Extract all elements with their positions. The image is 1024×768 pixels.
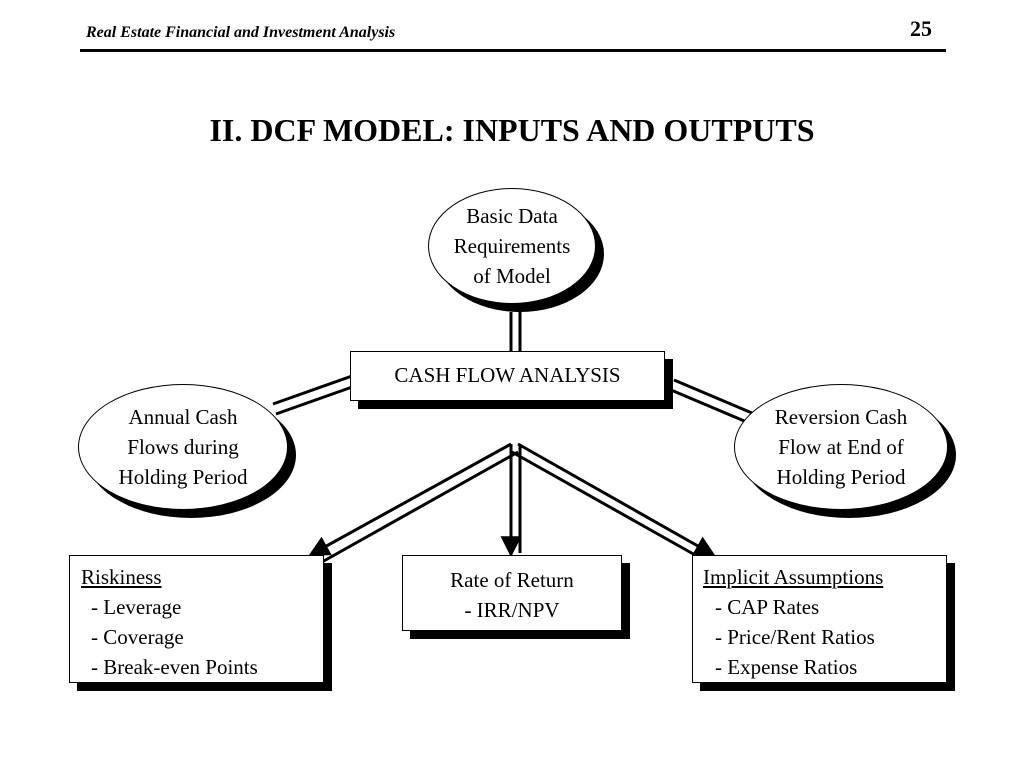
arrow-to-implicit-2 xyxy=(511,450,705,562)
arrow-to-riskiness-2 xyxy=(321,450,519,564)
basic-data-line-3: of Model xyxy=(473,264,551,288)
annual-cash-line-2: Flows during xyxy=(127,435,239,459)
basic-data-line-2: Requirements xyxy=(453,234,571,258)
arrow-to-riskiness xyxy=(308,442,512,557)
reversion-cash-line-3: Holding Period xyxy=(776,465,906,489)
riskiness-item-2: - Coverage xyxy=(91,625,184,649)
connector-annual-cash-2 xyxy=(275,384,356,416)
arrow-to-implicit xyxy=(517,442,716,557)
header-title: Real Estate Financial and Investment Ana… xyxy=(86,24,396,41)
riskiness-box: Riskiness - Leverage - Coverage - Break-… xyxy=(69,555,324,683)
implicit-item-1: - CAP Rates xyxy=(715,595,820,619)
basic-data-oval: Basic Data Requirements of Model xyxy=(428,188,596,304)
implicit-assumptions-box: Implicit Assumptions - CAP Rates - Price… xyxy=(692,555,947,683)
reversion-cash-line-2: Flow at End of xyxy=(778,435,904,459)
annual-cash-line-1: Annual Cash xyxy=(128,405,238,429)
annual-cash-line-3: Holding Period xyxy=(118,465,248,489)
page-number: 25 xyxy=(910,16,932,41)
connector-reversion-2 xyxy=(670,388,750,425)
implicit-item-3: - Expense Ratios xyxy=(715,655,858,679)
rate-of-return-box: Rate of Return - IRR/NPV xyxy=(402,555,622,631)
cash-flow-analysis-label: CASH FLOW ANALYSIS xyxy=(394,363,621,387)
connector-annual-cash xyxy=(272,374,353,406)
implicit-item-2: - Price/Rent Ratios xyxy=(715,625,875,649)
reversion-cash-oval: Reversion Cash Flow at End of Holding Pe… xyxy=(734,384,948,510)
riskiness-item-1: - Leverage xyxy=(91,595,182,619)
cash-flow-analysis-box: CASH FLOW ANALYSIS xyxy=(350,351,665,401)
slide-title: II. DCF MODEL: INPUTS AND OUTPUTS xyxy=(209,112,815,148)
implicit-heading: Implicit Assumptions xyxy=(703,565,884,589)
reversion-cash-line-1: Reversion Cash xyxy=(774,405,908,429)
annual-cash-oval: Annual Cash Flows during Holding Period xyxy=(78,384,288,510)
riskiness-item-3: - Break-even Points xyxy=(91,655,258,679)
riskiness-heading: Riskiness xyxy=(81,565,162,589)
header-rule xyxy=(80,49,946,52)
rate-of-return-line-2: - IRR/NPV xyxy=(464,598,560,622)
connector-reversion xyxy=(673,378,753,415)
rate-of-return-line-1: Rate of Return xyxy=(450,568,574,592)
basic-data-line-1: Basic Data xyxy=(466,204,558,228)
